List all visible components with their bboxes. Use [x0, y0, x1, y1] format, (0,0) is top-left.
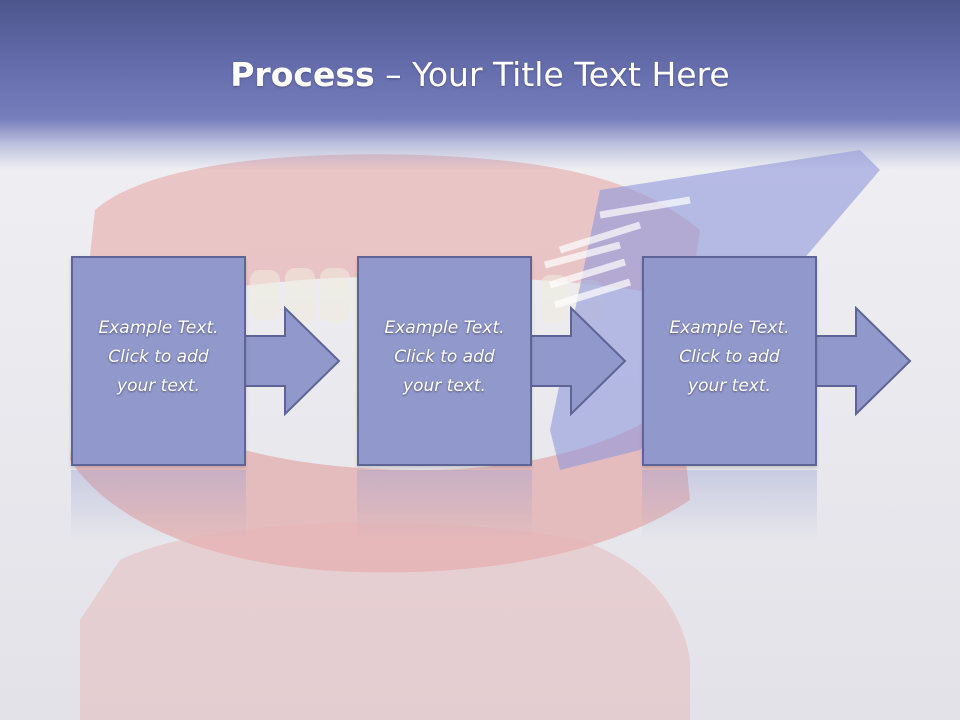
step-box-1[interactable]: Example Text. Click to add your text.: [71, 256, 246, 466]
step-reflection: [357, 470, 532, 540]
step-text-placeholder[interactable]: Example Text. Click to add your text.: [73, 314, 244, 401]
title-band: [0, 0, 960, 170]
step-box-3[interactable]: Example Text. Click to add your text.: [642, 256, 817, 466]
title-bold-text: Process: [230, 55, 375, 94]
step-text-line: your text.: [403, 376, 486, 396]
slide-title[interactable]: Process – Your Title Text Here: [0, 52, 960, 98]
step-text-line: Click to add: [108, 347, 209, 367]
step-text-line: Click to add: [679, 347, 780, 367]
step-text-line: Click to add: [394, 347, 495, 367]
step-text-line: Example Text.: [669, 318, 790, 338]
step-text-placeholder[interactable]: Example Text. Click to add your text.: [359, 314, 530, 401]
step-arrow-3: [814, 306, 912, 416]
lower-denture-shape: [70, 330, 690, 573]
step-reflection: [642, 470, 817, 540]
step-text-line: Example Text.: [384, 318, 505, 338]
step-arrow-2: [529, 306, 627, 416]
title-rest-text: – Your Title Text Here: [374, 55, 730, 94]
step-reflection: [71, 470, 246, 540]
step-arrow-1: [243, 306, 341, 416]
step-text-line: Example Text.: [98, 318, 219, 338]
step-text-line: your text.: [117, 376, 200, 396]
step-text-line: your text.: [688, 376, 771, 396]
step-box-2[interactable]: Example Text. Click to add your text.: [357, 256, 532, 466]
step-text-placeholder[interactable]: Example Text. Click to add your text.: [644, 314, 815, 401]
toothbrush-bristles-shape: [544, 196, 691, 309]
reflection-shape: [80, 522, 690, 720]
